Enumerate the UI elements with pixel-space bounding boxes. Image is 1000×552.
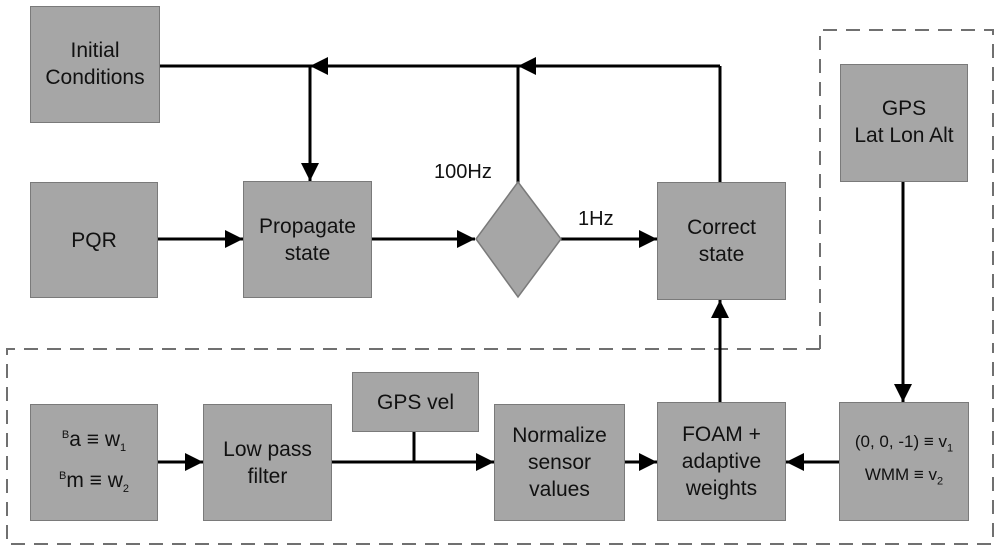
lowpass-line-2: filter (247, 464, 288, 488)
reference-vectors-box: (0, 0, -1) ≡ v1 WMM ≡ v2 (839, 402, 969, 521)
initial-line-1: Initial (70, 39, 120, 62)
normalize-line-1: Normalize (512, 424, 607, 447)
foam-line-3: weights (685, 477, 758, 500)
foam-line-1: FOAM + (682, 423, 761, 446)
low-pass-filter-box: Low pass filter (203, 404, 332, 521)
gps-line-1: GPS (881, 97, 927, 120)
pqr-box: PQR (30, 182, 158, 298)
rate-decision-diamond (475, 180, 562, 299)
initial-conditions-box: Initial Conditions (30, 6, 160, 123)
propagate-state-box: Propagate state (243, 181, 372, 298)
rate-1hz-label: 1Hz (578, 208, 614, 230)
correct-line-2: state (698, 243, 745, 266)
rate-100hz-label: 100Hz (434, 161, 492, 183)
wmm-ref-line: WMM ≡ v2 (864, 464, 944, 487)
foam-adaptive-weights-box: FOAM + adaptive weights (657, 402, 786, 521)
initial-line-2: Conditions (45, 66, 145, 89)
mag-line: Bm ≡ w2 (58, 468, 130, 495)
correct-state-box: Correct state (657, 182, 786, 300)
gps-vel-box: GPS vel (352, 372, 479, 432)
accel-mag-box: Ba ≡ w1 Bm ≡ w2 (30, 404, 158, 521)
normalize-line-3: values (529, 478, 590, 501)
propagate-line-2: state (284, 241, 331, 265)
gps-line-2: Lat Lon Alt (854, 124, 954, 147)
top-right-dashed-region (819, 29, 994, 349)
gps-lat-lon-alt-box: GPS Lat Lon Alt (840, 64, 968, 182)
accel-line: Ba ≡ w1 (61, 428, 127, 455)
gps-vel-label: GPS vel (376, 390, 455, 414)
bottom-dashed-region (6, 348, 994, 545)
foam-line-2: adaptive (681, 450, 762, 473)
correct-line-1: Correct (687, 216, 756, 239)
propagate-line-1: Propagate (259, 214, 356, 238)
lowpass-line-1: Low pass (223, 437, 312, 461)
gravity-ref-line: (0, 0, -1) ≡ v1 (854, 432, 954, 455)
normalize-sensor-values-box: Normalize sensor values (494, 404, 625, 521)
normalize-line-2: sensor (527, 451, 592, 474)
pqr-label: PQR (71, 228, 117, 252)
